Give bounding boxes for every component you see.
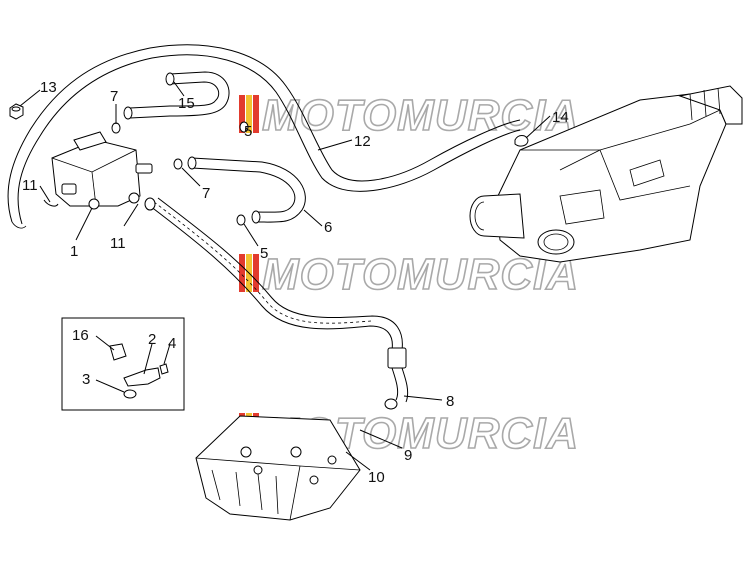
callout-5: 5	[260, 245, 268, 262]
part-2-bracket	[123, 367, 161, 387]
callout-3: 3	[82, 371, 90, 388]
inset-box	[61, 317, 185, 411]
callout-5: 5	[244, 123, 252, 140]
oil-separator-tank	[43, 131, 153, 210]
callout-14: 14	[552, 109, 569, 126]
airbox	[469, 85, 743, 263]
part-16-clip	[109, 343, 127, 361]
callout-1: 1	[70, 243, 78, 260]
callout-13: 13	[40, 79, 57, 96]
callout-7: 7	[202, 185, 210, 202]
hose-15	[123, 71, 230, 120]
braided-hose	[149, 197, 409, 410]
callout-6: 6	[324, 219, 332, 236]
hose-6	[187, 156, 306, 224]
hose-clamps	[111, 121, 249, 226]
callout-9: 9	[404, 447, 412, 464]
callout-labels: 13 7 15 5 12 14 11 7 1 11 6 5 16 2 4 3 8…	[22, 79, 569, 486]
nut-13	[9, 103, 24, 120]
clip-14	[514, 135, 529, 147]
callout-7: 7	[110, 88, 118, 105]
part-4-screw	[159, 363, 169, 375]
leader-lines	[19, 81, 551, 471]
callout-10: 10	[368, 469, 385, 486]
watermark-text: MOTOMURCIA	[262, 91, 579, 140]
callout-11: 11	[110, 235, 126, 252]
callout-16: 16	[72, 327, 89, 344]
callout-11: 11	[22, 177, 38, 194]
callout-8: 8	[446, 393, 454, 410]
breather-hose-12	[7, 44, 521, 229]
oil-sump	[195, 415, 361, 521]
part-3-grommet	[123, 389, 137, 399]
watermark-top: MOTOMURCIA	[239, 90, 579, 141]
callout-4: 4	[168, 335, 176, 352]
callout-2: 2	[148, 331, 156, 348]
watermark-text: MOTOMURCIA	[262, 250, 579, 299]
callout-12: 12	[354, 133, 371, 150]
callout-15: 15	[178, 95, 195, 112]
